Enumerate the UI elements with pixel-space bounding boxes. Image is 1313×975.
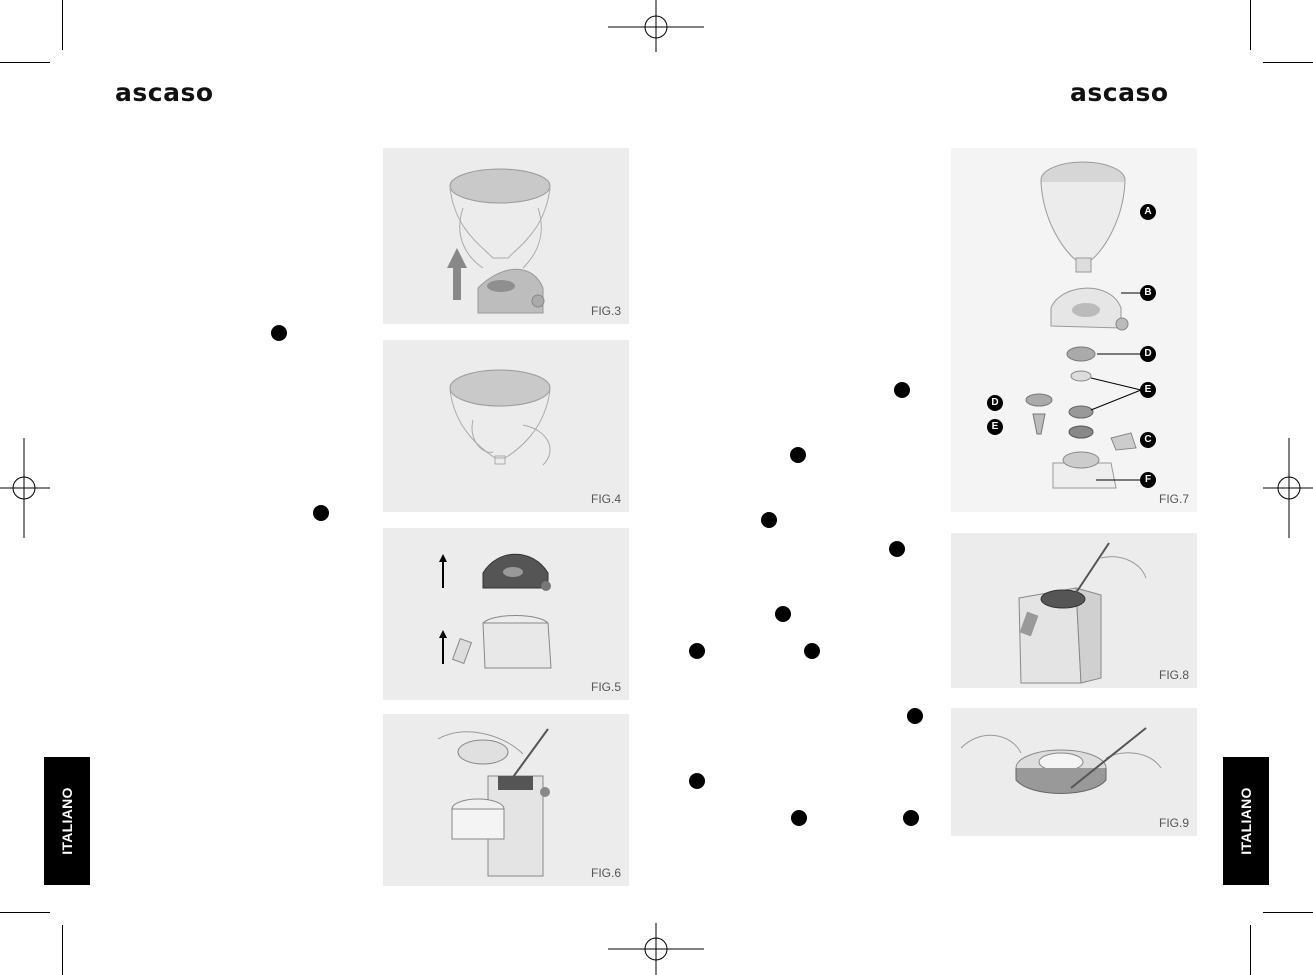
figure-6: FIG.6: [383, 714, 629, 886]
figure-8: FIG.8: [951, 533, 1197, 688]
grinder-cleaning-illustration: [437, 728, 550, 877]
bullet-marker: [689, 643, 705, 659]
bullet-marker: [894, 382, 910, 398]
bullet-marker: [889, 541, 905, 557]
callout-d: D: [987, 395, 1003, 411]
bullet-marker: [271, 325, 287, 341]
figure-7: A B D E C F D E FIG.7: [951, 148, 1197, 512]
callout-d: D: [1140, 346, 1156, 362]
brand-logo-right: ascaso: [1070, 78, 1169, 107]
bullet-marker: [689, 773, 705, 789]
figure-label: FIG.9: [1158, 816, 1189, 830]
bullet-marker: [775, 606, 791, 622]
language-tab-right: ITALIANO: [1223, 757, 1269, 885]
figure-4: FIG.4: [383, 340, 629, 512]
bullet-marker: [907, 708, 923, 724]
figure-label: FIG.5: [590, 680, 621, 694]
callout-f: F: [1140, 472, 1156, 488]
brand-logo-left: ascaso: [115, 78, 214, 107]
figure-label: FIG.3: [590, 304, 621, 318]
figure-label: FIG.6: [590, 866, 621, 880]
bullet-marker: [804, 643, 820, 659]
figure-5: FIG.5: [383, 528, 629, 700]
callout-c: C: [1140, 432, 1156, 448]
callout-a: A: [1140, 204, 1156, 220]
figure-label: FIG.8: [1158, 668, 1189, 682]
burr-chamber-cleaning-illustration: [1018, 542, 1147, 684]
registration-mark-bottom: [608, 923, 704, 975]
bullet-marker: [761, 512, 777, 528]
registration-mark-top: [608, 0, 704, 52]
language-label: ITALIANO: [1238, 787, 1254, 855]
bullet-marker: [790, 447, 806, 463]
figure-9: FIG.9: [951, 708, 1197, 836]
callout-e: E: [987, 419, 1003, 435]
figure-label: FIG.4: [590, 492, 621, 506]
registration-mark-left: [0, 438, 50, 538]
hopper-cleaning-illustration: [449, 369, 551, 466]
figure-label: FIG.7: [1158, 492, 1189, 506]
callout-b: B: [1140, 285, 1156, 301]
exploded-view-illustration: [1025, 161, 1142, 489]
bullet-marker: [313, 505, 329, 521]
burr-cleaning-illustration: [960, 727, 1162, 794]
registration-mark-right: [1263, 438, 1313, 538]
cover-removal-illustration: [439, 553, 552, 669]
callout-e: E: [1140, 382, 1156, 398]
bullet-marker: [903, 810, 919, 826]
figure-3: FIG.3: [383, 148, 629, 324]
language-tab-left: ITALIANO: [44, 757, 90, 885]
language-label: ITALIANO: [59, 787, 75, 855]
hopper-removal-illustration: [447, 168, 551, 314]
bullet-marker: [791, 810, 807, 826]
